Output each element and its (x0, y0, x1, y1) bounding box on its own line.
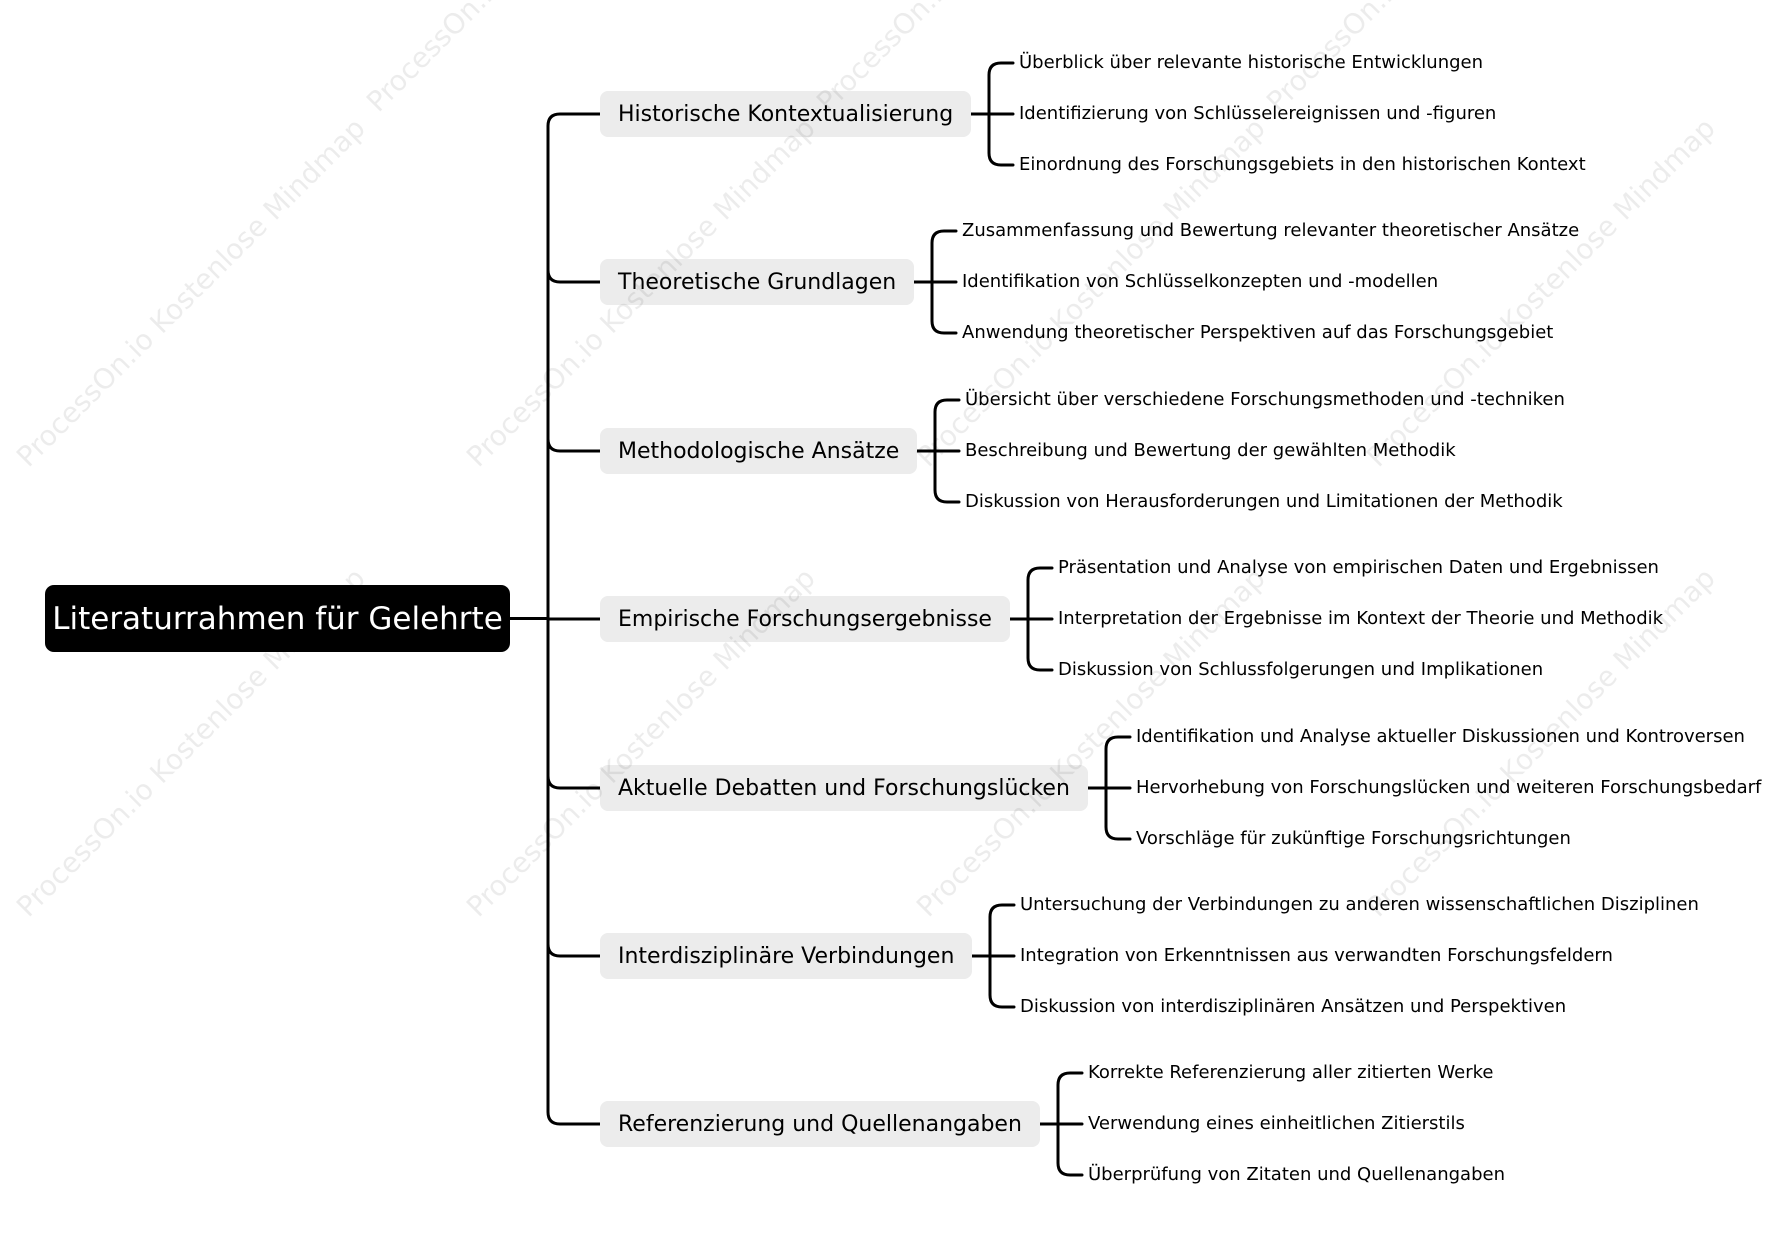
leaf-node[interactable]: Interpretation der Ergebnisse im Kontext… (1058, 608, 1664, 629)
leaf-node[interactable]: Anwendung theoretischer Perspektiven auf… (962, 322, 1554, 343)
leaf-node[interactable]: Präsentation und Analyse von empirischen… (1058, 557, 1659, 578)
leaf-bracket (988, 903, 1016, 1009)
leaf-node[interactable]: Diskussion von Schlussfolgerungen und Im… (1058, 659, 1544, 680)
leaf-node[interactable]: Beschreibung und Bewertung der gewählten… (965, 440, 1456, 461)
branch-connector (546, 437, 602, 453)
branch-label: Empirische Forschungsergebnisse (618, 606, 992, 632)
branch-connector (546, 774, 602, 790)
branch-label: Historische Kontextualisierung (618, 101, 954, 127)
leaf-bracket (1026, 566, 1054, 672)
root-label: Literaturrahmen für Gelehrte (52, 600, 503, 637)
leaf-bracket (987, 61, 1015, 167)
branch-label: Methodologische Ansätze (618, 438, 900, 464)
branch-node-historische-kontextualisierung[interactable]: Historische Kontextualisierung (600, 91, 972, 137)
branch-label: Referenzierung und Quellenangaben (618, 1111, 1022, 1137)
leaf-node[interactable]: Identifikation von Schlüsselkonzepten un… (962, 271, 1439, 292)
branch-label: Theoretische Grundlagen (618, 269, 897, 295)
leaf-node[interactable]: Hervorhebung von Forschungslücken und we… (1136, 777, 1762, 798)
branch-node-interdisziplinaere-verbindungen[interactable]: Interdisziplinäre Verbindungen (600, 933, 973, 979)
branch-node-empirische-forschungsergebnisse[interactable]: Empirische Forschungsergebnisse (600, 596, 1010, 642)
leaf-bracket (1104, 735, 1132, 841)
leaf-node[interactable]: Identifizierung von Schlüsselereignissen… (1019, 103, 1497, 124)
leaf-node[interactable]: Untersuchung der Verbindungen zu anderen… (1020, 894, 1699, 915)
leaf-node[interactable]: Vorschläge für zukünftige Forschungsrich… (1136, 828, 1571, 849)
leaf-node[interactable]: Diskussion von Herausforderungen und Lim… (965, 491, 1563, 512)
leaf-node[interactable]: Identifikation und Analyse aktueller Dis… (1136, 726, 1745, 747)
leaf-bracket (933, 398, 961, 504)
branch-connector (546, 268, 602, 284)
root-node[interactable]: Literaturrahmen für Gelehrte (45, 585, 510, 652)
leaf-node[interactable]: Überblick über relevante historische Ent… (1019, 52, 1484, 73)
leaf-node[interactable]: Zusammenfassung und Bewertung relevanter… (962, 220, 1580, 241)
leaf-node[interactable]: Korrekte Referenzierung aller zitierten … (1088, 1062, 1494, 1083)
branch-label: Interdisziplinäre Verbindungen (618, 943, 955, 969)
branch-node-referenzierung[interactable]: Referenzierung und Quellenangaben (600, 1101, 1040, 1147)
branch-label: Aktuelle Debatten und Forschungslücken (618, 775, 1070, 801)
leaf-bracket (930, 229, 958, 335)
branch-node-theoretische-grundlagen[interactable]: Theoretische Grundlagen (600, 259, 915, 305)
branch-node-methodologische-ansaetze[interactable]: Methodologische Ansätze (600, 428, 918, 474)
leaf-node[interactable]: Einordnung des Forschungsgebiets in den … (1019, 154, 1586, 175)
leaf-node[interactable]: Überprüfung von Zitaten und Quellenangab… (1088, 1164, 1505, 1185)
leaf-node[interactable]: Verwendung eines einheitlichen Zitiersti… (1088, 1113, 1465, 1134)
branch-node-aktuelle-debatten[interactable]: Aktuelle Debatten und Forschungslücken (600, 765, 1088, 811)
leaf-bracket (1056, 1071, 1084, 1177)
leaf-node[interactable]: Übersicht über verschiedene Forschungsme… (965, 389, 1565, 410)
leaf-node[interactable]: Integration von Erkenntnissen aus verwan… (1020, 945, 1613, 966)
leaf-node[interactable]: Diskussion von interdisziplinären Ansätz… (1020, 996, 1567, 1017)
branch-connector (546, 942, 602, 958)
